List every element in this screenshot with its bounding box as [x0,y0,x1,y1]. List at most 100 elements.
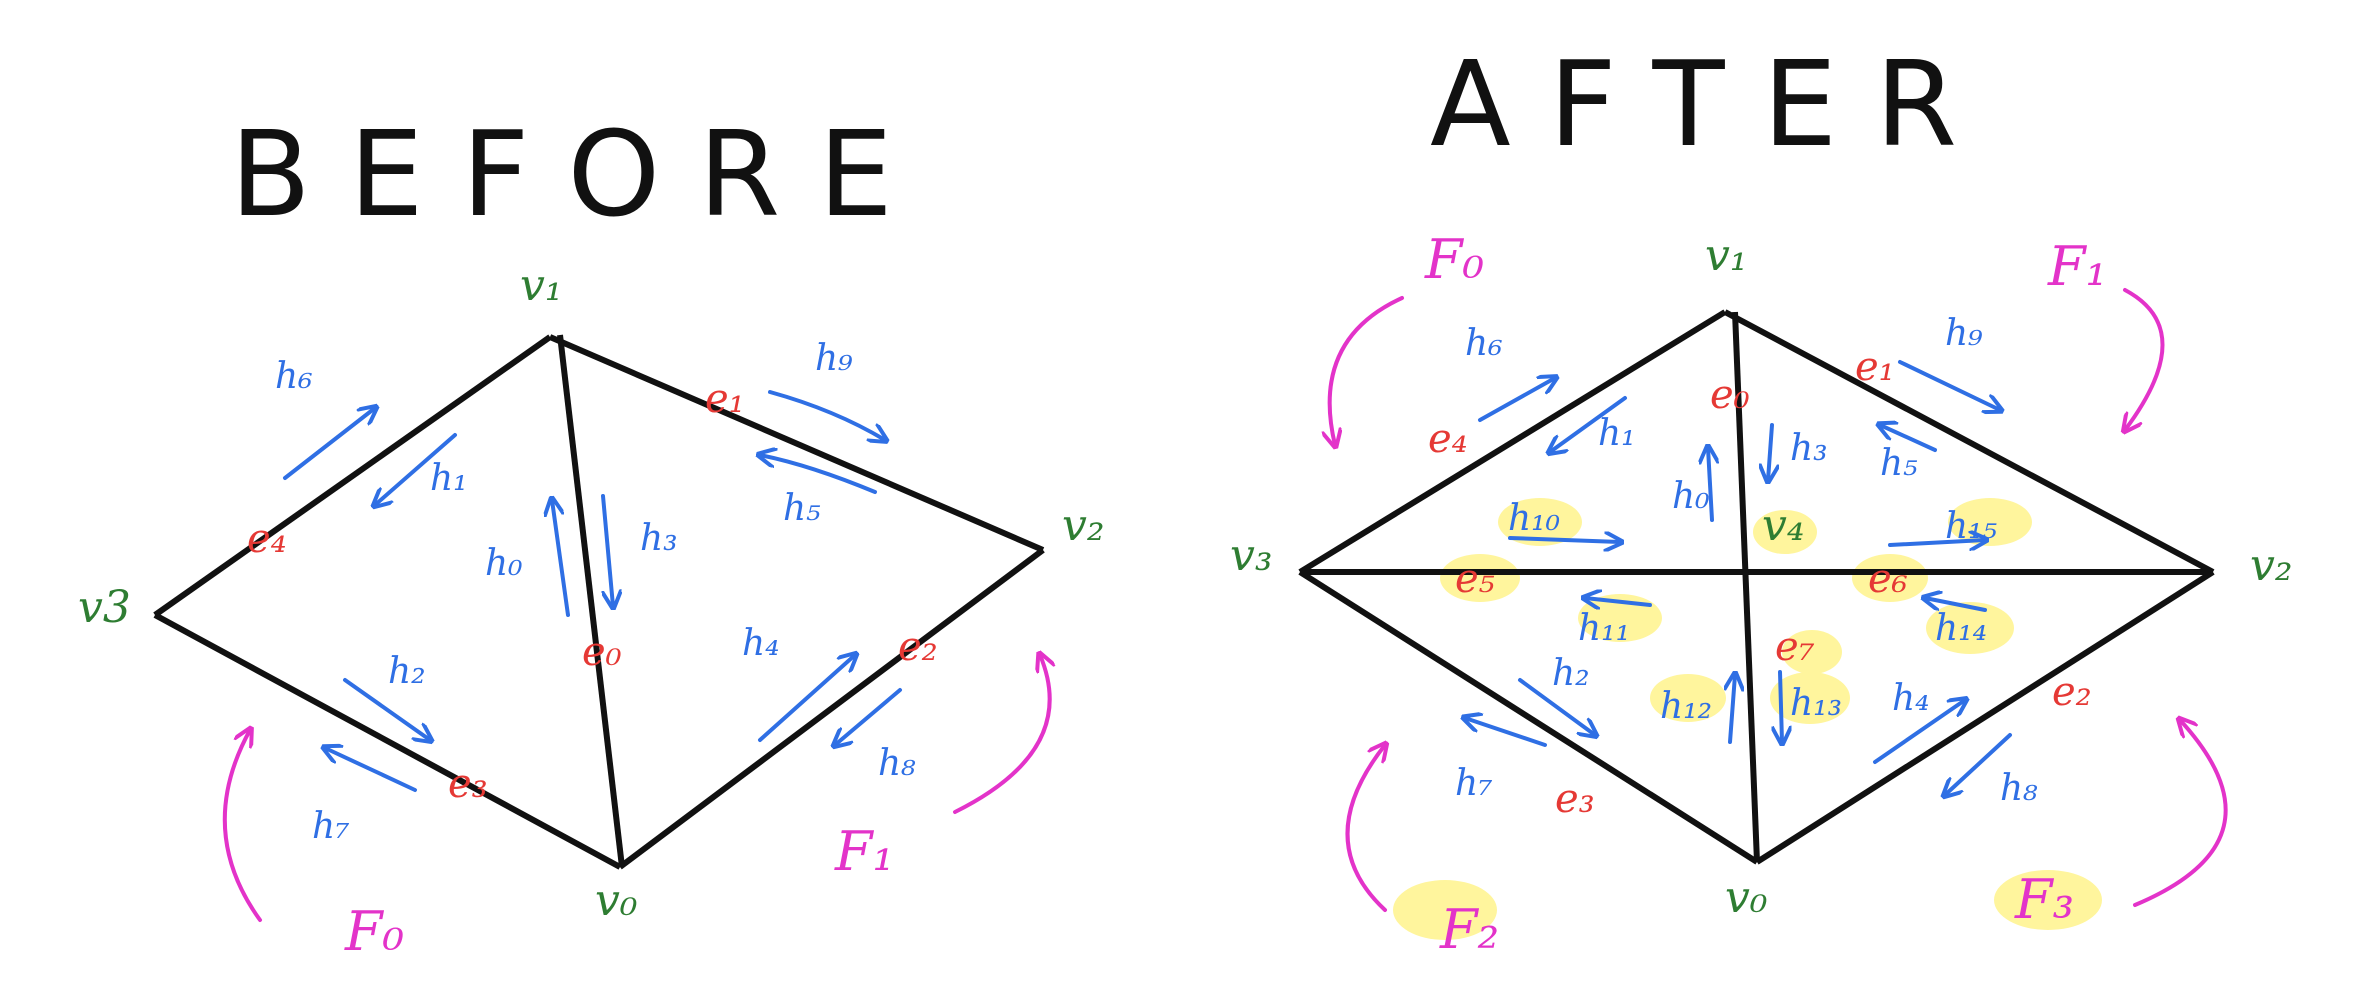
after-edge-e3-label: e₃ [1555,776,1595,822]
after-edge-e7-label: e₇ [1775,624,1815,670]
after-h12-arrow [1730,675,1735,744]
after-face-f1-label: F₁ [2047,235,2107,298]
after-edge-e0-label: e₀ [1710,372,1750,418]
before-f1-arrow [953,655,1050,814]
before-f0-arrow [222,730,262,922]
after-edge-e4-label: e₄ [1428,416,1468,462]
after-h3-arrow [1768,423,1772,480]
after-edge-e1-line [1723,309,2215,575]
before-face-f0-label: F₀ [344,900,404,963]
after-h15-arrow [1888,540,1985,545]
after-f3-arrow [2133,720,2228,907]
after-halfedge-h2-label: h₂ [1552,653,1590,694]
after-halfedge-h1-label: h₁ [1598,413,1636,454]
before-halfedge-arrows [283,390,902,792]
before-vertex-v0-label: v₀ [595,875,638,926]
before-halfedge-h3-label: h₃ [640,518,678,559]
before-h9-arrow [768,390,885,440]
before-face-arrows [222,655,1050,922]
after-face-arrows [1330,288,2228,912]
after-halfedge-h5-label: h₅ [1880,443,1918,484]
after-edge-e2-line [1755,569,2215,865]
after-vertex-v3-label: v₃ [1230,530,1273,581]
after-vertex-v1-label: v₁ [1705,230,1748,281]
after-vertex-v0-label: v₀ [1725,872,1768,923]
before-h1-arrow [375,433,457,505]
before-edge-e0-line [557,334,625,868]
after-halfedge-h12-label: h₁₂ [1660,686,1712,727]
after-edge-e3-line [1298,569,1759,865]
after-face-f0-label: F₀ [1424,228,1484,291]
after-edge-e0-e7-line [1732,311,1760,863]
after-h13-arrow [1780,670,1782,742]
before-h6-arrow [283,408,375,480]
before-h0-arrow [552,500,570,617]
before-edge-e1-line [548,334,1045,553]
before-h8-arrow [835,688,902,745]
before-halfedge-h7-label: h₇ [312,806,350,847]
after-halfedge-h10-label: h₁₀ [1508,498,1560,539]
after-halfedge-h4-label: h₄ [1892,678,1930,719]
before-halfedge-h0-label: h₀ [485,543,523,584]
after-h14-arrow [1925,598,1987,612]
before-edge-e4-line [153,334,552,618]
before-vertex-v2-label: v₂ [1062,500,1105,551]
before-mesh [153,334,1045,870]
after-h11-arrow [1585,598,1652,605]
after-halfedge-h3-label: h₃ [1790,428,1828,469]
before-h4-arrow [758,655,855,742]
before-halfedge-h6-label: h₆ [275,356,313,397]
after-halfedge-h9-label: h₉ [1945,313,1983,354]
before-h3-arrow [601,494,613,606]
before-vertex-v3-label: v3 [78,582,131,633]
after-halfedge-h11-label: h₁₁ [1578,608,1630,649]
before-halfedge-h9-label: h₉ [815,338,853,379]
before-h2-arrow [343,678,430,740]
after-h4-arrow [1873,700,1965,764]
after-halfedge-h8-label: h₈ [2000,768,2038,809]
before-face-f1-label: F₁ [834,820,894,883]
after-f1-arrow [2125,288,2165,430]
after-halfedge-h7-label: h₇ [1455,763,1493,804]
after-title: AFTER [1430,35,1995,173]
after-edge-e2-label: e₂ [2052,669,2092,715]
before-edge-e3-label: e₃ [448,761,488,807]
before-halfedge-h5-label: h₅ [783,488,821,529]
after-h2-arrow [1518,678,1595,735]
after-mesh [1298,309,2215,865]
after-halfedge-h14-label: h₁₄ [1935,608,1987,649]
after-h7-arrow [1465,718,1547,747]
after-h6-arrow [1478,378,1555,422]
after-h1-arrow [1550,396,1627,452]
before-halfedge-h4-label: h₄ [742,623,780,664]
after-h5-arrow [1880,425,1937,452]
after-f2-arrow [1345,745,1386,912]
after-halfedge-h13-label: h₁₃ [1790,683,1842,724]
after-h8-arrow [1945,733,2012,795]
before-halfedge-h1-label: h₁ [430,458,468,499]
before-edge-e4-label: e₄ [247,516,287,562]
before-edge-e2-label: e₂ [898,624,938,670]
after-vertex-v2-label: v₂ [2250,540,2293,591]
after-vertex-v4-label: v₄ [1762,500,1805,551]
before-edge-e3-line [153,612,622,870]
after-edge-e6-label: e₆ [1868,556,1908,602]
after-f0-arrow [1330,296,1404,445]
before-halfedge-h8-label: h₈ [878,743,916,784]
before-edge-e2-line [618,547,1045,870]
after-face-f3-label: F₃ [2014,868,2074,931]
after-edge-e5-label: e₅ [1455,556,1495,602]
before-edge-e0-label: e₀ [582,629,622,675]
before-labels: v₁ v₂ v3 v₀ e₄ e₁ e₀ e₂ e₃ h₆ h₁ h₀ h₃ h… [78,260,1105,963]
before-vertex-v1-label: v₁ [520,260,563,311]
after-h9-arrow [1898,360,2000,410]
after-h0-arrow [1708,448,1712,522]
before-title: BEFORE [230,105,931,243]
after-halfedge-h6-label: h₆ [1465,323,1503,364]
before-edge-e1-label: e₁ [705,376,745,422]
before-h7-arrow [325,748,417,792]
after-halfedge-arrows [1465,360,2012,795]
before-h5-arrow [760,455,877,494]
